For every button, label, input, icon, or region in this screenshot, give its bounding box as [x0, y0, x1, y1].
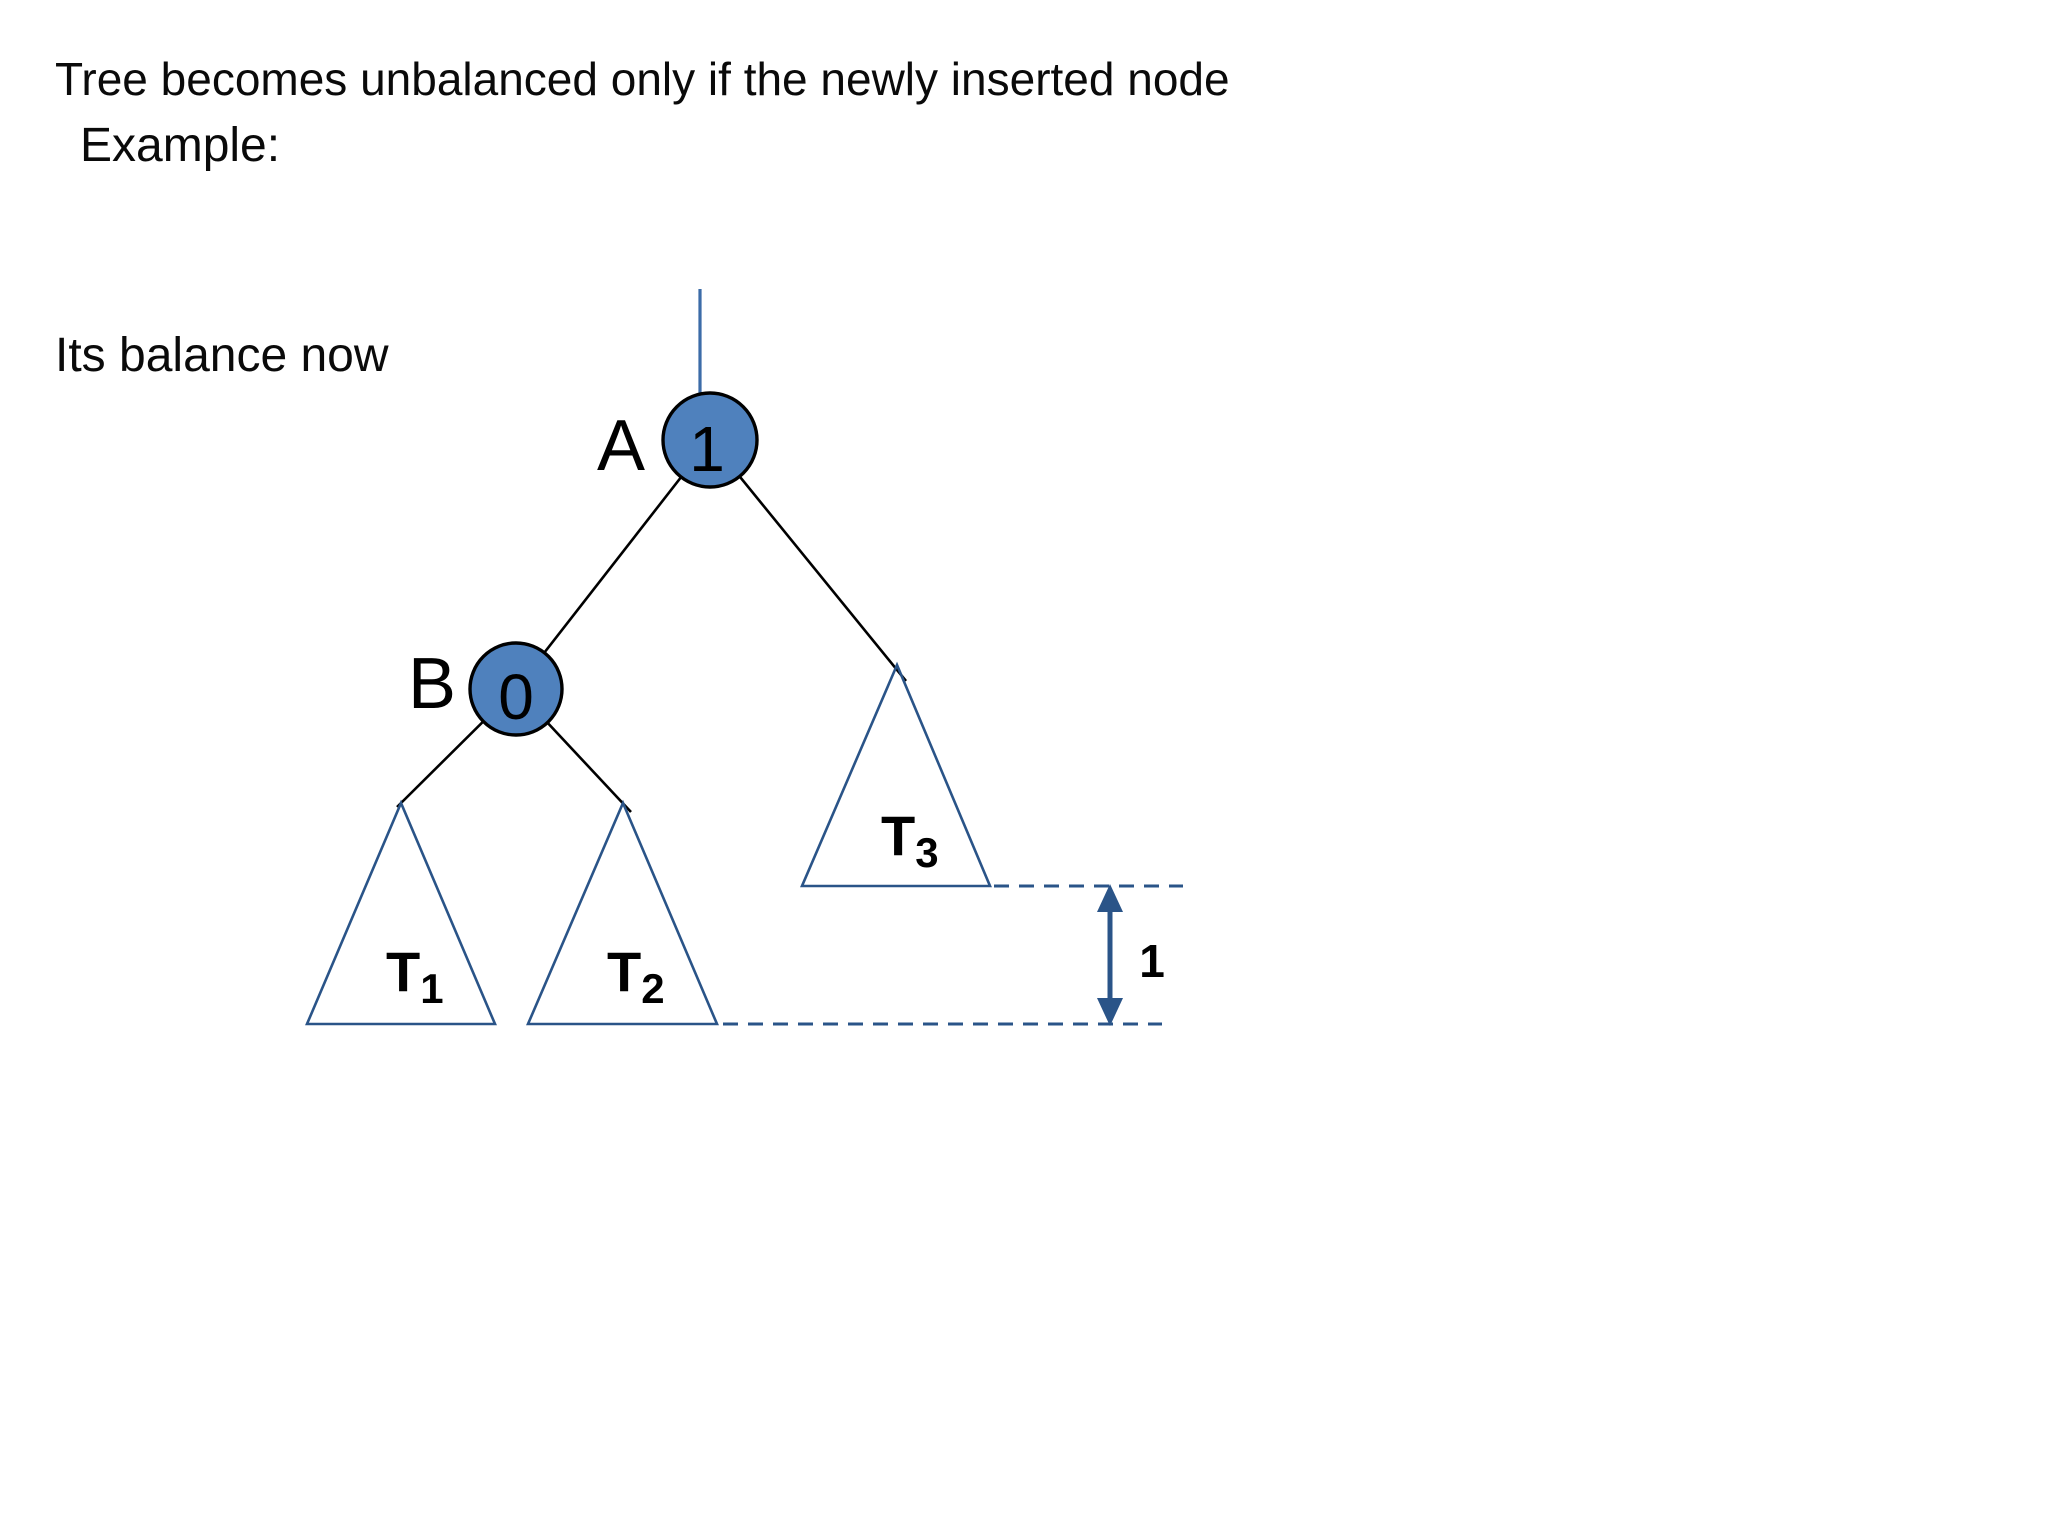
edge-a-to-b — [514, 439, 712, 690]
subtree-t2-label: T2 — [607, 940, 665, 1012]
balance-caption: Its balance now — [55, 329, 389, 382]
node-b-circle — [468, 641, 564, 737]
subtree-t1-label: T1 — [386, 940, 444, 1012]
node-a-circle — [661, 391, 759, 489]
subtree-t3-label: T3 — [881, 804, 939, 876]
node-b-label: B — [408, 644, 456, 724]
slide-title: Tree becomes unbalanced only if the newl… — [55, 53, 1230, 105]
height-arrow-head-down-icon — [1097, 998, 1123, 1026]
node-b-balance: 0 — [498, 661, 534, 733]
height-arrow-head-up-icon — [1097, 884, 1123, 912]
example-label: Example: — [80, 119, 281, 172]
subtree-t2-triangle — [526, 799, 719, 1026]
edge-a-to-t3 — [708, 439, 908, 682]
subtree-t3-triangle — [800, 661, 992, 888]
node-a-label: A — [597, 406, 645, 486]
node-a-balance: 1 — [689, 413, 725, 485]
subtree-t1-triangle — [305, 799, 497, 1026]
height-difference-label: 1 — [1139, 935, 1165, 987]
